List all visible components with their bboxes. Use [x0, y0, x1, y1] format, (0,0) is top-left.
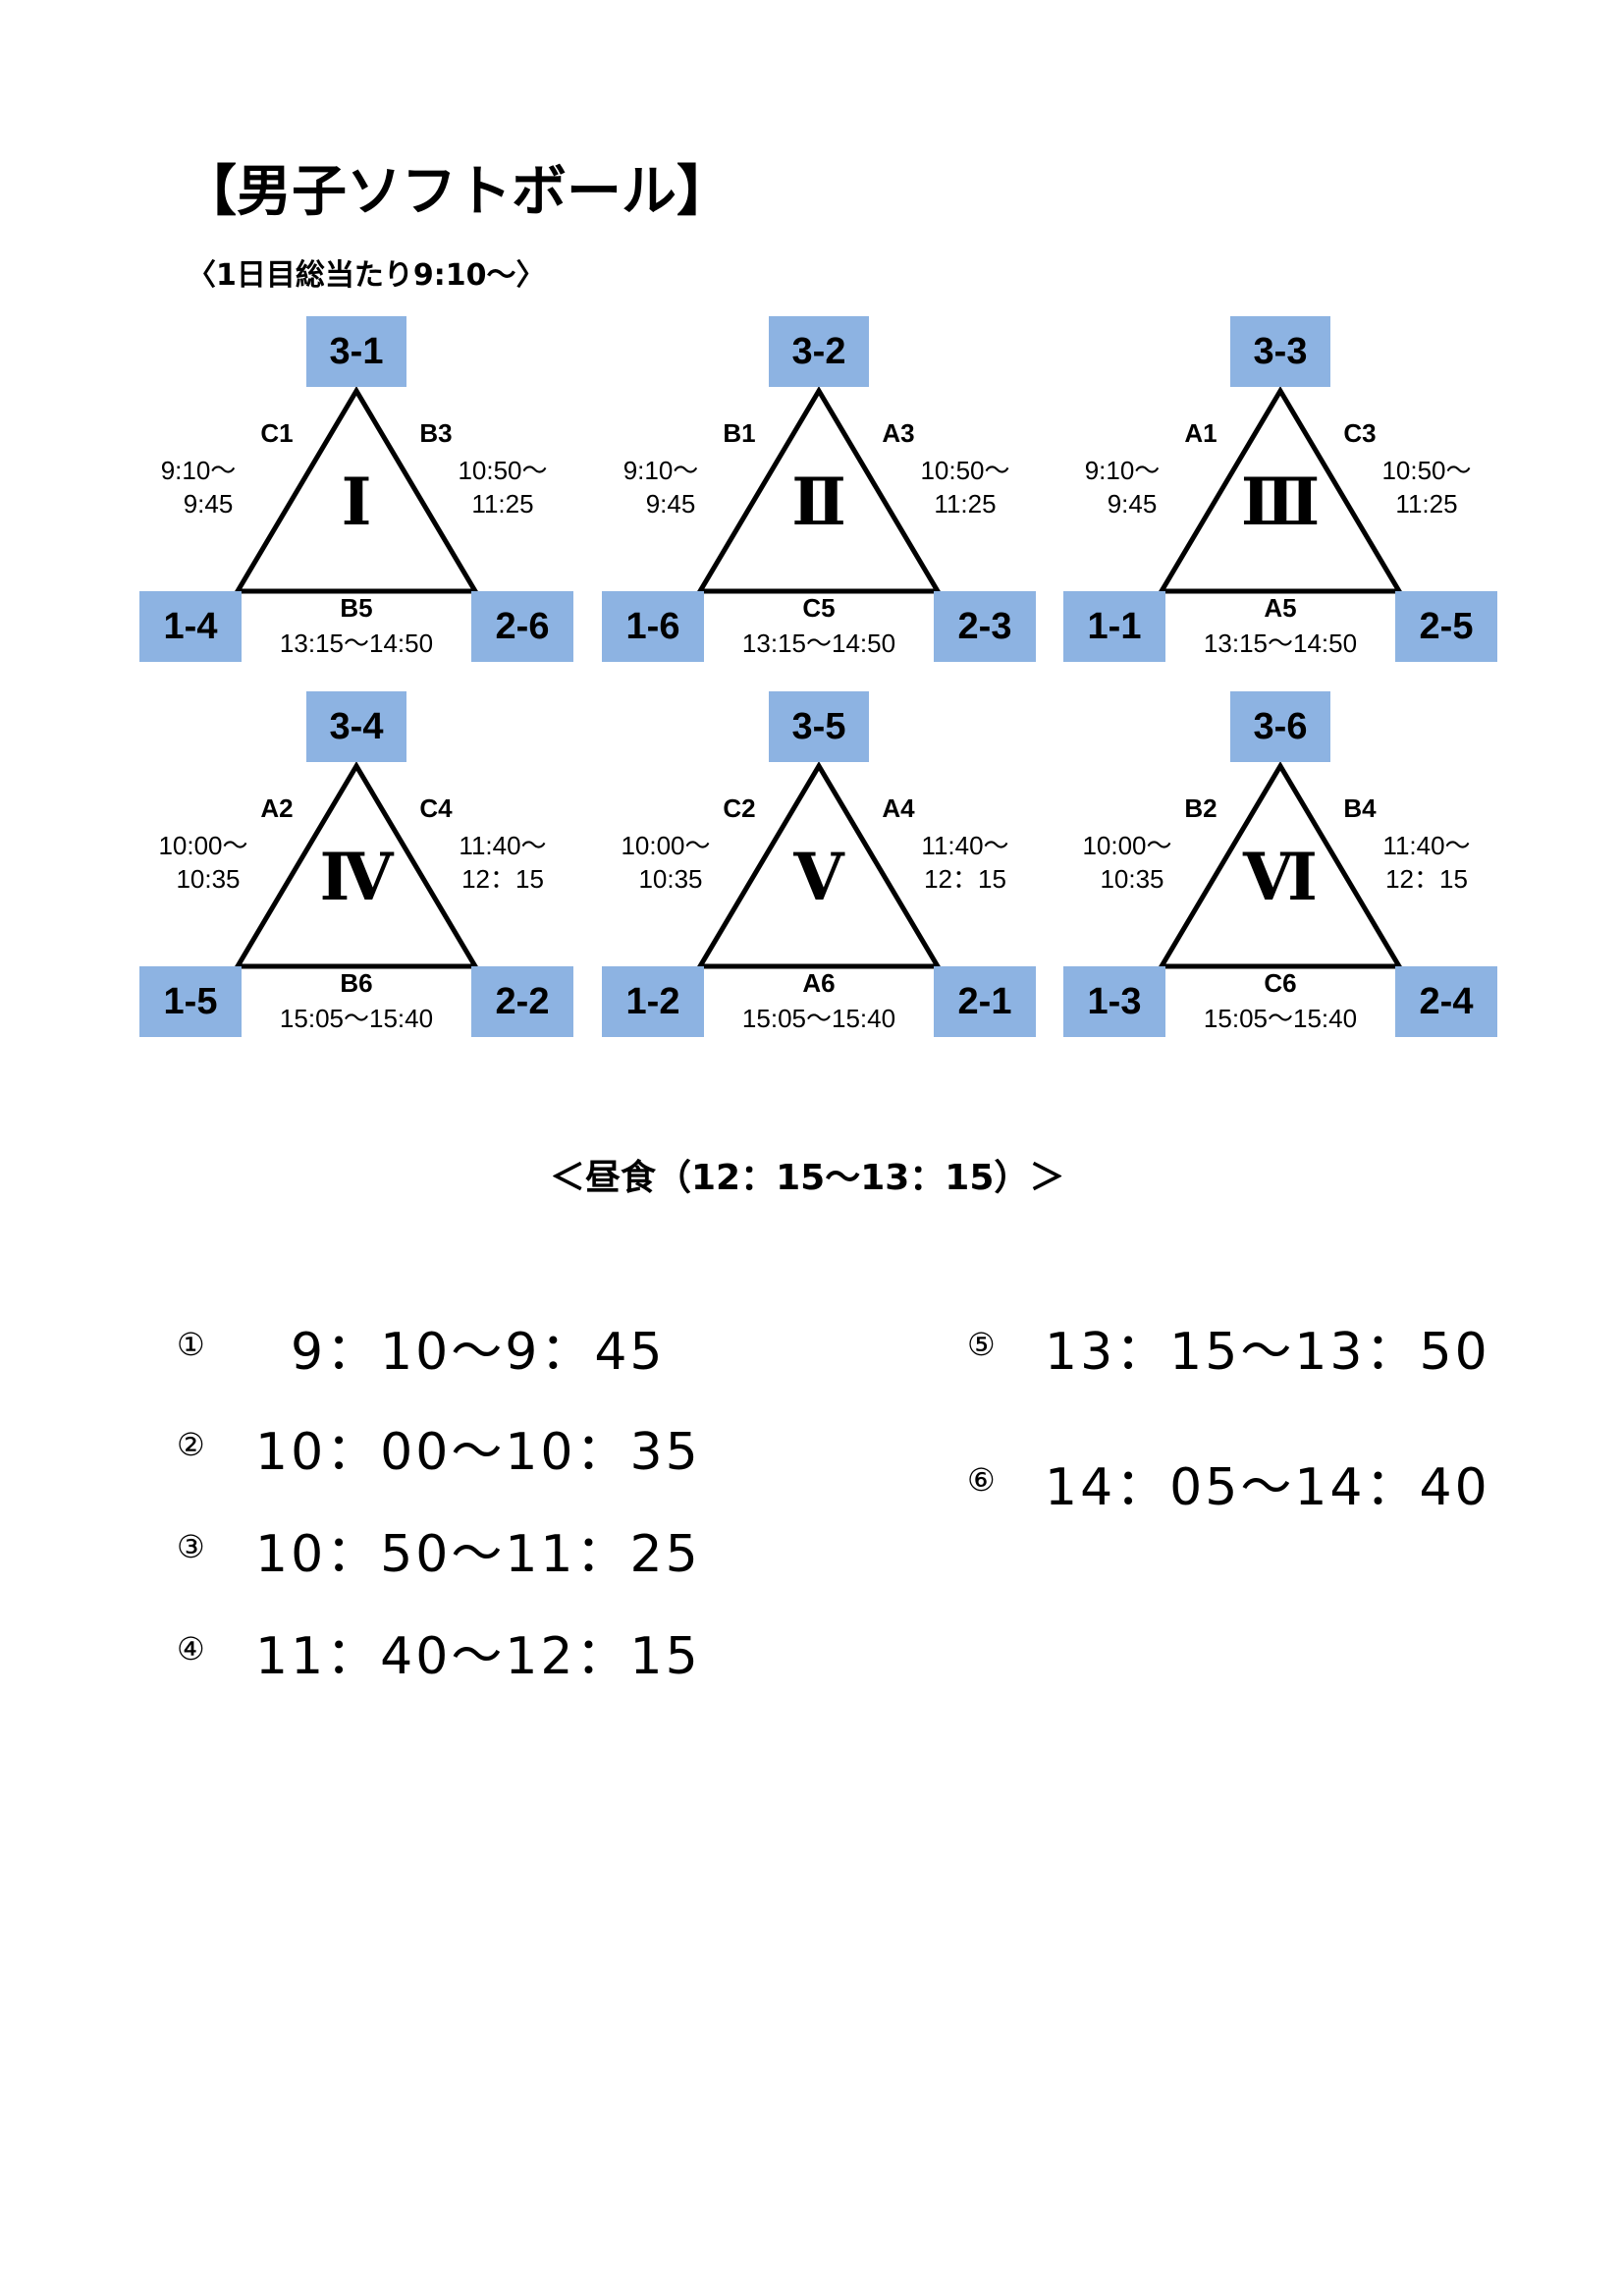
triangle-shape	[1157, 761, 1404, 969]
left-match-time-start: 10:00～	[621, 831, 711, 860]
team-box-bottom-right: 2-5	[1395, 591, 1497, 662]
slot-time: 11：40～12：15	[255, 1627, 701, 1686]
group-1: 3-1 1-4 2-6 Ⅰ C1 9:10～ 9:45 B3 10:50～ 11…	[139, 316, 573, 670]
team-box-top: 3-6	[1230, 691, 1330, 762]
team-box-bottom-right: 2-2	[471, 966, 573, 1037]
team-box-bottom-right: 2-3	[934, 591, 1036, 662]
right-match-time-end: 12：15	[461, 864, 544, 894]
bottom-match-label: C6	[1264, 968, 1297, 998]
left-match-time-start: 10:00～	[1082, 831, 1172, 860]
group-5: 3-5 1-2 2-1 Ⅴ C2 10:00～ 10:35 A4 11:40～ …	[602, 691, 1036, 1045]
bottom-match-label: C5	[802, 593, 836, 623]
team-box-top: 3-1	[306, 316, 406, 387]
right-match-label: C4	[419, 793, 453, 823]
right-match-time-start: 11:40～	[921, 831, 1009, 860]
slot-number: ③	[177, 1528, 205, 1565]
left-match-label: C2	[723, 793, 756, 823]
right-match-time-end: 12：15	[1385, 864, 1468, 894]
team-box-bottom-left: 1-1	[1063, 591, 1165, 662]
right-match-time-start: 10:50～	[1381, 456, 1472, 485]
right-match-time-end: 11:25	[934, 489, 997, 519]
bottom-match-label: A6	[802, 968, 836, 998]
right-match-label: B3	[419, 418, 453, 448]
group-numeral: Ⅳ	[319, 839, 394, 915]
team-box-bottom-right: 2-1	[934, 966, 1036, 1037]
slot-number: ④	[177, 1630, 205, 1667]
left-match-label: A1	[1184, 418, 1217, 448]
left-match-time-start: 9:10～	[622, 456, 699, 485]
bottom-match-label: B5	[340, 593, 373, 623]
triangle-shape	[695, 761, 943, 969]
left-match-time-end: 10:35	[176, 864, 241, 894]
left-match-time-start: 9:10～	[160, 456, 237, 485]
slot-number: ②	[177, 1426, 205, 1463]
group-6: 3-6 1-3 2-4 Ⅵ B2 10:00～ 10:35 B4 11:40～ …	[1063, 691, 1497, 1045]
team-box-bottom-left: 1-6	[602, 591, 704, 662]
triangle-shape	[233, 386, 480, 594]
bottom-match-label: A5	[1264, 593, 1297, 623]
right-match-time-start: 11:40～	[1382, 831, 1471, 860]
team-box-bottom-right: 2-4	[1395, 966, 1497, 1037]
slot-time: 13：15～13：50	[1045, 1323, 1490, 1382]
right-match-time-end: 11:25	[471, 489, 534, 519]
page-title: 【男子ソフトボール】	[182, 160, 731, 224]
left-match-label: B2	[1184, 793, 1217, 823]
triangle-shape	[1157, 386, 1404, 594]
slot-time: 9：10～9：45	[291, 1323, 666, 1382]
group-numeral: Ⅱ	[791, 464, 846, 540]
group-numeral: Ⅴ	[793, 839, 844, 915]
lunch-break-label: ＜昼食（12：15～13：15）＞	[550, 1158, 1065, 1198]
bottom-match-time: 13:15～14:50	[1203, 629, 1358, 658]
triangle-shape	[695, 386, 943, 594]
group-3: 3-3 1-1 2-5 Ⅲ A1 9:10～ 9:45 C3 10:50～ 11…	[1063, 316, 1497, 670]
group-numeral: Ⅲ	[1240, 464, 1321, 540]
group-numeral: Ⅰ	[341, 464, 372, 540]
triangle-shape	[233, 761, 480, 969]
left-match-time-start: 10:00～	[158, 831, 248, 860]
slot-number: ⑥	[967, 1461, 996, 1499]
bottom-match-label: B6	[340, 968, 373, 998]
slot-number: ⑤	[967, 1326, 996, 1363]
team-box-bottom-left: 1-2	[602, 966, 704, 1037]
team-box-top: 3-2	[769, 316, 869, 387]
right-match-label: A3	[882, 418, 915, 448]
team-box-top: 3-3	[1230, 316, 1330, 387]
team-box-bottom-right: 2-6	[471, 591, 573, 662]
bottom-match-time: 13:15～14:50	[279, 629, 434, 658]
left-match-time-end: 10:35	[638, 864, 703, 894]
right-match-time-start: 10:50～	[458, 456, 548, 485]
page-subtitle: 〈1日目総当たり9:10～〉	[187, 258, 546, 293]
group-2: 3-2 1-6 2-3 Ⅱ B1 9:10～ 9:45 A3 10:50～ 11…	[602, 316, 1036, 670]
left-match-label: A2	[260, 793, 294, 823]
slot-time: 10：50～11：25	[255, 1525, 701, 1584]
group-4: 3-4 1-5 2-2 Ⅳ A2 10:00～ 10:35 C4 11:40～ …	[139, 691, 573, 1045]
bottom-match-time: 15:05～15:40	[741, 1004, 896, 1033]
left-match-time-start: 9:10～	[1084, 456, 1161, 485]
right-match-label: A4	[882, 793, 915, 823]
left-match-label: C1	[260, 418, 294, 448]
right-match-time-end: 11:25	[1395, 489, 1458, 519]
team-box-bottom-left: 1-3	[1063, 966, 1165, 1037]
right-match-label: B4	[1343, 793, 1377, 823]
right-match-time-start: 11:40～	[459, 831, 547, 860]
group-numeral: Ⅵ	[1243, 839, 1318, 915]
left-match-label: B1	[723, 418, 756, 448]
left-match-time-end: 9:45	[645, 489, 696, 519]
left-match-time-end: 9:45	[183, 489, 234, 519]
bottom-match-time: 13:15～14:50	[741, 629, 896, 658]
team-box-bottom-left: 1-5	[139, 966, 242, 1037]
bottom-match-time: 15:05～15:40	[279, 1004, 434, 1033]
left-match-time-end: 9:45	[1107, 489, 1158, 519]
bottom-match-time: 15:05～15:40	[1203, 1004, 1358, 1033]
right-match-time-start: 10:50～	[920, 456, 1010, 485]
slot-time: 14：05～14：40	[1045, 1458, 1490, 1517]
slot-time: 10：00～10：35	[255, 1423, 701, 1482]
slot-number: ①	[177, 1326, 205, 1363]
team-box-bottom-left: 1-4	[139, 591, 242, 662]
right-match-time-end: 12：15	[924, 864, 1006, 894]
team-box-top: 3-5	[769, 691, 869, 762]
team-box-top: 3-4	[306, 691, 406, 762]
left-match-time-end: 10:35	[1100, 864, 1164, 894]
right-match-label: C3	[1343, 418, 1377, 448]
